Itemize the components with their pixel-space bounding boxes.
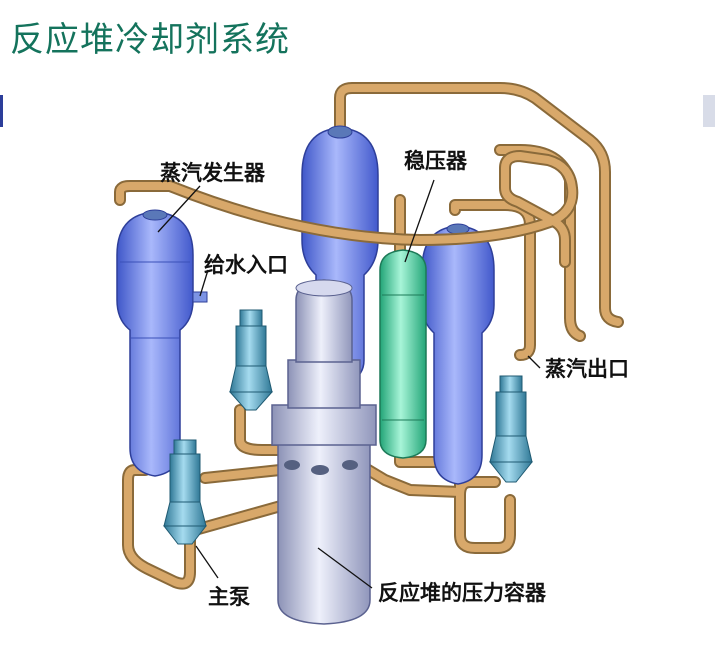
pressurizer-label: 稳压器 [404,149,468,173]
steam-generator-right [421,223,495,485]
steam-generator-label: 蒸汽发生器 [160,161,266,185]
reactor-pressure-vessel-label: 反应堆的压力容器 [378,581,547,605]
coolant-pump-right [488,375,534,483]
coolant-pump-back-left [228,309,274,411]
reactor-pressure-vessel [271,279,377,625]
left-accent-bar [0,95,3,127]
steam-outlet-label: 蒸汽出口 [545,357,629,381]
steam-generator-left [116,209,208,477]
coolant-pump-front-left [162,439,208,545]
leader-lines [157,179,541,589]
main-pump-label: 主泵 [208,585,250,609]
right-accent-bar [703,95,715,127]
page-title: 反应堆冷却剂系统 [10,20,290,60]
main-steam-line [114,150,579,268]
pressurizer [379,249,427,459]
feedwater-inlet-label: 给水入口 [204,253,288,277]
